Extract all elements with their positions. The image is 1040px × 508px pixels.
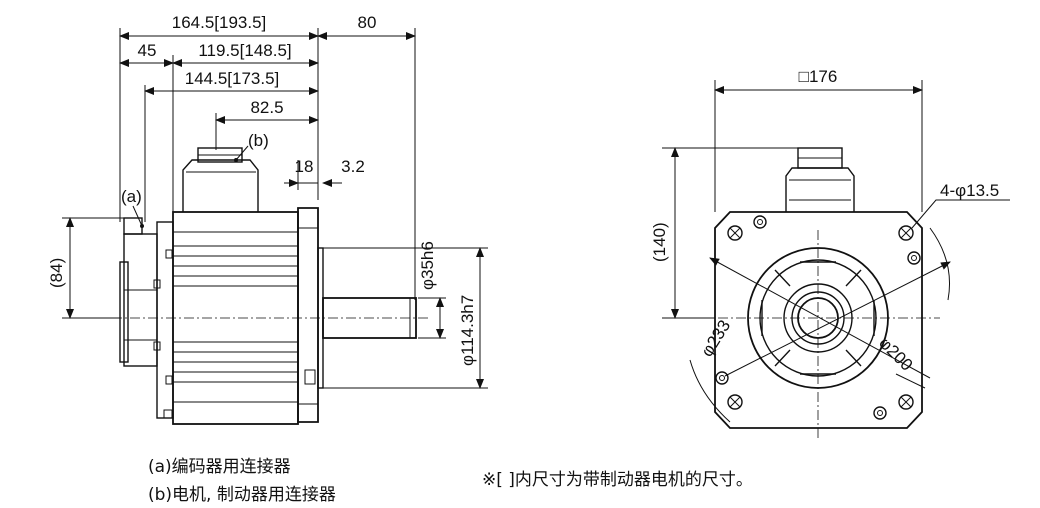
dim-height-front: (140) [650,222,669,262]
dim-pilot: 3.2 [341,157,365,176]
encoder-housing [119,217,174,419]
cooling-fins [173,231,298,403]
dim-pcd: φ233 [697,317,734,360]
shaft-end [797,297,839,339]
dim-connector: 82.5 [250,98,283,117]
dim-holes: 4-φ13.5 [940,181,999,200]
dim-boss: φ200 [875,333,916,374]
remark: ※[ ]内尺寸为带制动器电机的尺寸。 [482,470,753,490]
legend-b: (b)电机, 制动器用连接器 [148,485,336,505]
front-connector [785,147,855,212]
boss-outer [747,247,889,389]
dim-square: □176 [799,67,838,86]
bolts [715,215,921,420]
dim-shaft: 80 [358,13,377,32]
label-b: (b) [248,131,269,150]
flange [297,207,319,423]
dim-shaft-dia: φ35h6 [418,241,437,290]
flange-square [714,211,923,429]
dim-line-pcd [709,257,931,379]
dim-line-boss [724,261,951,377]
motor-connector-b [182,147,259,212]
dim-mid: 144.5[173.5] [185,69,280,88]
mounting-holes [727,225,914,410]
side-view: (b) (a) 164.5[193.5] 80 45 119.5[148.5] … [47,13,488,425]
front-view: □176 4-φ13.5 (140) φ233 φ200 [650,67,1010,440]
notes: (a)编码器用连接器 (b)电机, 制动器用连接器 ※[ ]内尺寸为带制动器电机… [148,457,753,505]
dim-pilot-dia: φ114.3h7 [458,295,477,366]
dim-total: 164.5[193.5] [172,13,267,32]
dim-rear: 45 [138,41,157,60]
shaft [322,297,417,339]
dim-height-side: (84) [47,258,66,288]
dim-body: 119.5[148.5] [198,41,291,60]
dim-flange: 18 [295,157,314,176]
label-a: (a) [121,187,142,206]
legend-a: (a)编码器用连接器 [148,457,291,477]
